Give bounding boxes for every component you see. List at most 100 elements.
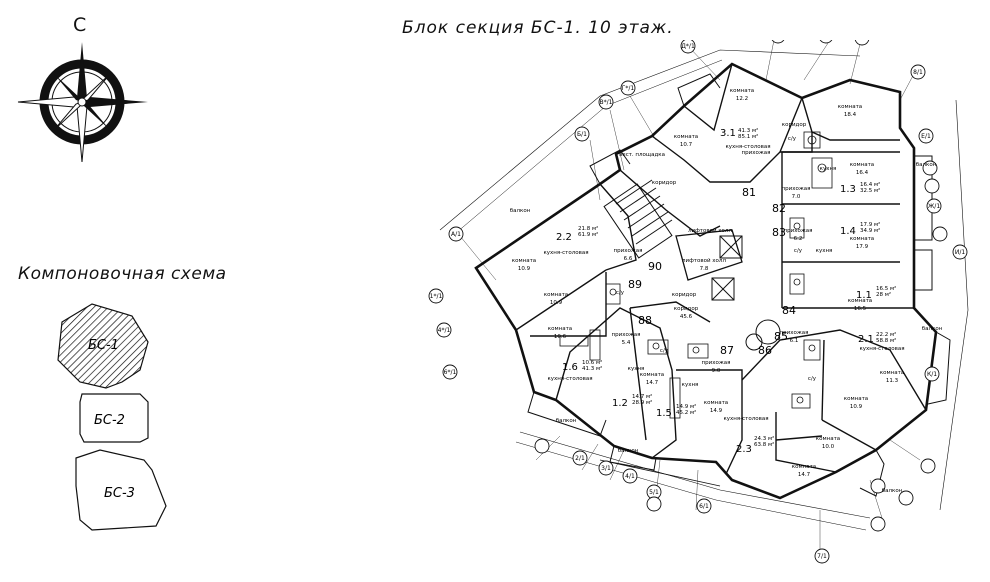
room-area: 10.9 [850, 404, 863, 410]
apartment-area: 16.5 м² [876, 285, 896, 292]
apartment-number: 2.2 [556, 232, 572, 243]
room-type-label: коридор [782, 122, 807, 128]
apartment-total: 45.2 м² [676, 409, 696, 416]
axis-label: 5/1 [649, 489, 659, 496]
room-name: комната [816, 436, 840, 442]
room-type-label: кухня-столовая [543, 250, 588, 256]
room-type-label: балкон [556, 418, 577, 424]
apartment-area: 24.3 м² [754, 435, 774, 442]
unit-code: 87 [720, 344, 734, 357]
room-area: 11.3 [886, 378, 899, 384]
axis-label: Е/1 [921, 133, 931, 140]
room-type-label: балкон [882, 488, 903, 494]
room-area: 14.9 [710, 408, 723, 414]
room-type-label: кухня-столовая [859, 346, 904, 352]
block-label-bs1: БС-1 [88, 338, 119, 353]
block-bs3-shape[interactable] [75, 449, 167, 531]
room-area: 17.9 [856, 244, 869, 250]
room-type-label: с/у [794, 248, 803, 254]
room-type-label: прихожая [742, 150, 771, 156]
room-area: 14.7 [798, 472, 811, 478]
axis-label: 2/1 [575, 455, 585, 462]
room-type-label: кухня-столовая [547, 376, 592, 382]
room-name: комната [792, 464, 816, 470]
compass-rose-icon [17, 42, 148, 163]
room-area: 5.4 [622, 340, 631, 346]
unit-code: 85 [774, 330, 788, 343]
room-area: 10.0 [822, 444, 835, 450]
room-type-label: с/у [788, 136, 797, 142]
apartment-total: 58.8 м² [876, 337, 896, 344]
apartment-number: 2.3 [736, 444, 752, 455]
room-type-label: вест. площадка [619, 152, 665, 158]
apartment-area: 10.6 м² [582, 359, 602, 366]
room-name: прихожая [612, 332, 641, 338]
compass-north-letter: С [73, 14, 87, 36]
room-name: лифтовой холл [682, 257, 726, 264]
room-area: 12.2 [736, 96, 748, 102]
apartment-number: 1.4 [840, 226, 856, 237]
axis-label: К/1 [927, 371, 937, 378]
schema-title: Компоновочная схема [18, 264, 227, 284]
apartment-total: 85.1 м² [738, 133, 758, 140]
room-name: прихожая [782, 186, 811, 192]
room-name: комната [850, 236, 874, 242]
block-label-bs2: БС-2 [94, 413, 125, 428]
room-area: 6.6 [624, 256, 633, 262]
block-label-bs3: БС-3 [104, 486, 135, 501]
axis-label: 1*/1 [430, 293, 443, 300]
room-area: 14.7 [646, 380, 659, 386]
room-area: 16.5 [854, 306, 867, 312]
unit-code: 90 [648, 260, 662, 273]
unit-code: 84 [782, 304, 796, 317]
room-name: коридор [674, 306, 699, 312]
apartment-total: 61.9 м² [578, 231, 598, 238]
room-name: комната [544, 292, 568, 298]
room-name: комната [838, 104, 862, 110]
unit-code: 88 [638, 314, 652, 327]
room-name: комната [640, 372, 664, 378]
room-type-label: с/у [616, 290, 625, 296]
room-name: комната [674, 134, 698, 140]
block-bs2-shape[interactable] [79, 393, 149, 443]
apartment-number: 1.3 [840, 184, 856, 195]
axis-label: Ж/1 [928, 203, 940, 210]
apartment-area: 14.7 м² [632, 393, 652, 400]
room-area: 16.4 [856, 170, 869, 176]
axis-label: 8/1 [913, 69, 923, 76]
apartment-number: 2.1 [858, 334, 874, 345]
room-type-label: с/у [660, 348, 669, 354]
apartment-total: 28 м² [876, 291, 891, 298]
room-area: 6.2 [794, 236, 803, 242]
axis-label: Д*/1 [681, 43, 695, 50]
room-area: 7.8 [700, 266, 709, 272]
apartment-total: 34.9 м² [860, 227, 880, 234]
room-type-label: кухня [820, 166, 837, 172]
axis-label: 3/1 [601, 465, 611, 472]
apartment-total: 41.3 м² [582, 365, 602, 372]
room-name: комната [704, 400, 728, 406]
apartment-area: 17.9 м² [860, 221, 880, 228]
room-type-label: лифтовой холл [688, 227, 732, 234]
room-name: прихожая [614, 248, 643, 254]
axis-bubble [680, 40, 696, 54]
room-name: комната [548, 326, 572, 332]
room-name: прихожая [784, 228, 813, 234]
apartment-area: 41.3 м² [738, 127, 758, 134]
apartment-area: 16.4 м² [860, 181, 880, 188]
block-bs1-shape[interactable] [57, 303, 149, 389]
room-name: комната [850, 162, 874, 168]
room-type-label: балкон [510, 208, 531, 214]
apartment-area: 22.2 м² [876, 331, 896, 338]
apartment-area: 14.9 м² [676, 403, 696, 410]
apartment-area: 21.8 м² [578, 225, 598, 232]
apartment-number: 1.5 [656, 408, 672, 419]
composition-schema: БС-1 БС-2 БС-3 [57, 303, 167, 531]
apartment-number: 1.1 [856, 290, 872, 301]
apartment-number: 3.1 [720, 128, 736, 139]
room-type-label: балкон [618, 448, 639, 454]
room-area: 45.6 [680, 314, 693, 320]
room-name: прихожая [780, 330, 809, 336]
apartment-number: 1.6 [562, 362, 578, 373]
room-type-label: балкон [916, 162, 937, 168]
